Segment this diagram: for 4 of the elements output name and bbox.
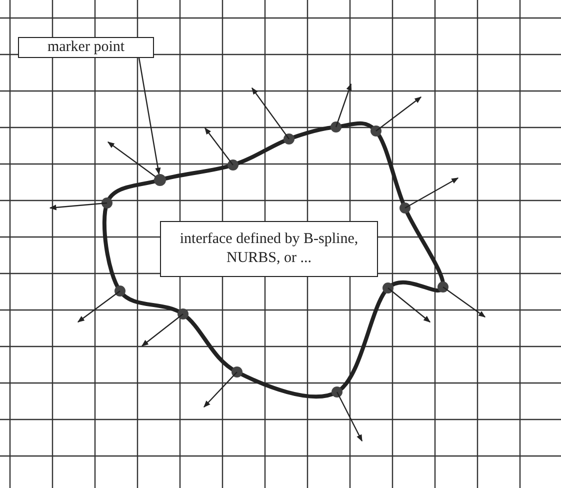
text-box: interface defined by B-spline, NURBS, or ... <box>160 221 378 277</box>
callout-label: marker point <box>18 37 154 58</box>
leader-line <box>138 58 161 175</box>
marker-dot <box>154 174 166 186</box>
